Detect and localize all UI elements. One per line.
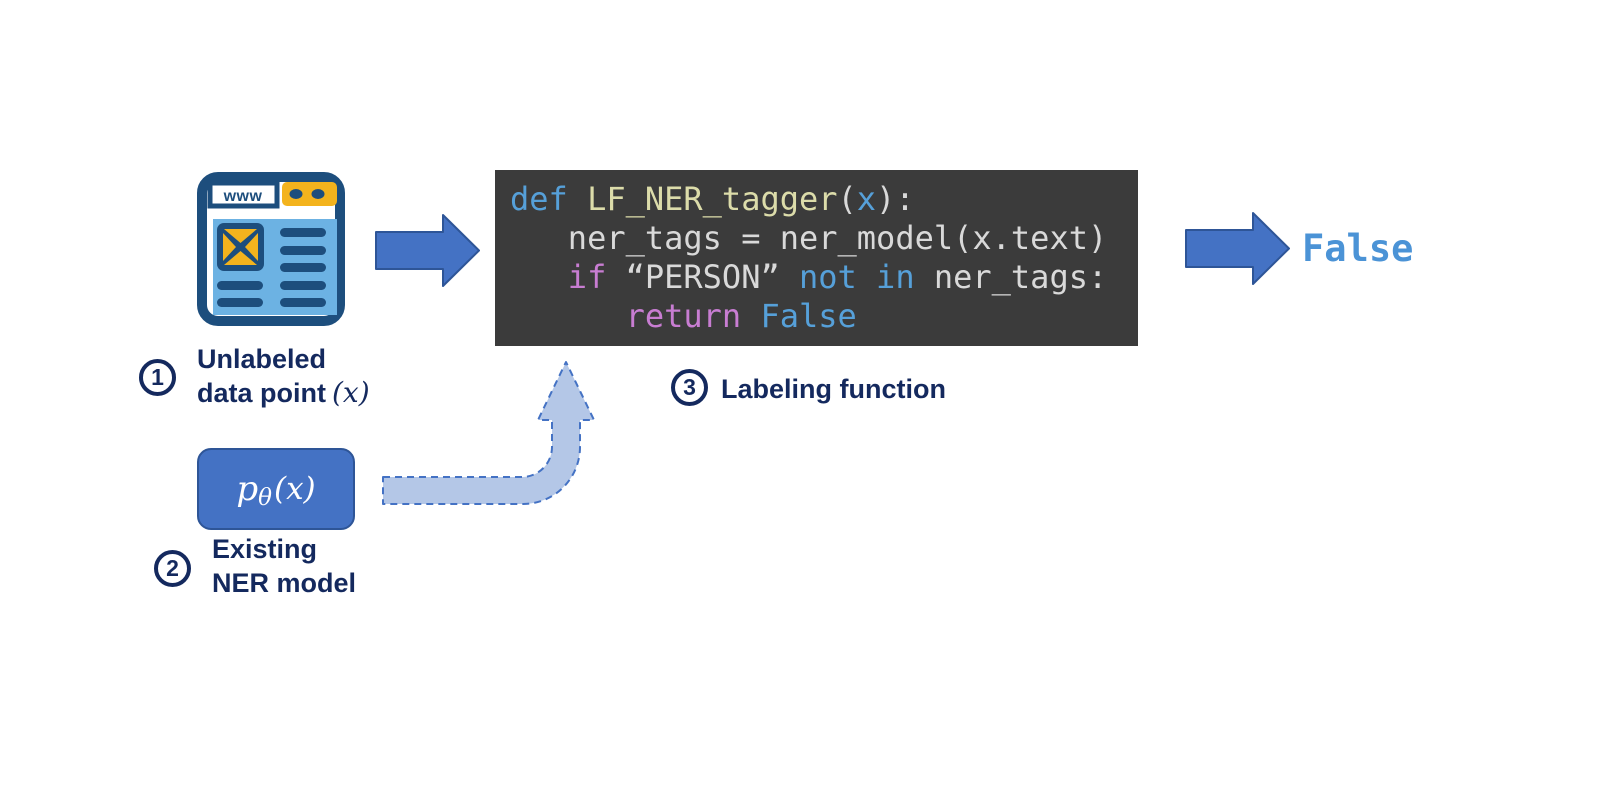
labeling-function-code-block: def LF_NER_tagger(x): ner_tags = ner_mod… xyxy=(495,170,1138,346)
browser-controls xyxy=(282,182,337,206)
code-token xyxy=(510,258,568,296)
address-bar-text: www xyxy=(223,188,263,205)
image-x-glyph xyxy=(223,233,236,261)
arrow-right-icon xyxy=(375,214,480,287)
code-line: ner_tags = ner_model(x.text) xyxy=(510,219,1138,258)
code-token: LF_NER_tagger xyxy=(587,180,838,218)
code-token: return xyxy=(625,297,761,335)
code-token: ): xyxy=(876,180,915,218)
step-1-badge: 1 xyxy=(139,359,176,396)
page-text-lines xyxy=(217,228,326,307)
step-2-line1: Existing xyxy=(212,534,318,564)
step-2-badge: 2 xyxy=(154,550,191,587)
math-x-symbol: (x) xyxy=(332,376,370,409)
code-line: if “PERSON” not in ner_tags: xyxy=(510,258,1138,297)
step-1-line1: Unlabeled xyxy=(197,344,327,374)
step-1-label: Unlabeled data point(x) xyxy=(197,342,370,410)
address-bar xyxy=(207,180,280,209)
code-token: ( xyxy=(837,180,857,218)
image-x-glyph xyxy=(224,229,257,243)
step-3-label: Labeling function xyxy=(721,374,946,404)
step-1-line2: data point xyxy=(197,378,326,408)
code-token: ner_tags: xyxy=(914,258,1108,296)
code-token: def xyxy=(510,180,588,218)
code-token: not in xyxy=(798,258,915,296)
code-token: x xyxy=(856,180,877,218)
code-token: if xyxy=(567,258,607,296)
step-2-line2: NER model xyxy=(212,568,357,598)
code-token xyxy=(510,297,626,335)
browser-dot-icon xyxy=(289,189,303,199)
step-3-badge: 3 xyxy=(671,369,708,406)
code-line: def LF_NER_tagger(x): xyxy=(510,180,1138,219)
output-value: False xyxy=(1302,227,1414,270)
code-line: return False xyxy=(510,297,1138,336)
model-symbol-p: p xyxy=(236,469,259,509)
arrow-right-icon xyxy=(1185,212,1290,285)
step-number: 3 xyxy=(683,374,696,400)
code-token: ner_tags = ner_model(x.text) xyxy=(510,219,1108,257)
code-token: “PERSON” xyxy=(606,258,799,296)
code-token: False xyxy=(760,297,857,335)
step-number: 2 xyxy=(166,555,179,581)
step-number: 1 xyxy=(151,364,164,390)
step-2-label: Existing NER model xyxy=(212,532,356,600)
browser-dot-icon xyxy=(311,189,325,199)
webpage-icon: www xyxy=(197,172,345,326)
model-symbol-theta: θ xyxy=(258,485,272,511)
model-symbol-args: (x) xyxy=(273,471,316,507)
dashed-elbow-arrow-icon xyxy=(382,361,595,505)
page-image-placeholder xyxy=(217,223,264,271)
image-x-glyph xyxy=(245,233,258,261)
image-x-glyph xyxy=(224,251,257,265)
